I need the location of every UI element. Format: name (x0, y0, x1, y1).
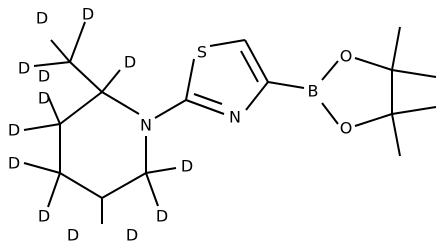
bond-d-c6pip-right (145, 167, 177, 174)
atom-d-c4pip-left: D (8, 154, 20, 173)
bond-c4-n (245, 81, 269, 111)
bond-npip-c2pip (101, 91, 140, 115)
bond-otop-c1 (354, 57, 393, 71)
bond-b-otop (321, 60, 339, 81)
bond-c4pip-c5pip (59, 172, 103, 199)
atom-d-c2pip: D (124, 53, 136, 72)
bond-c2-me-down (391, 113, 401, 157)
atom-labels: S N N B O O D D D D D D D D D D D D D (8, 5, 352, 245)
atom-d-c3pip-left: D (8, 121, 20, 140)
bond-d-methyl-top (69, 21, 86, 63)
atom-o-top: O (340, 47, 353, 66)
bond-n-c2-inner (193, 93, 223, 105)
bond-c1-me-up (391, 26, 401, 71)
bond-c5-c4 (244, 39, 269, 83)
bond-c4-b (267, 81, 305, 89)
atom-b: B (308, 82, 319, 101)
bond-d-c4pip-down (47, 172, 61, 208)
bond-c2pip-c3pip (59, 91, 103, 125)
atom-d-methyl-lower: D (38, 67, 50, 86)
atom-n-thiazole: N (229, 108, 241, 127)
bonds (23, 21, 437, 224)
bond-c2pip-methyl (69, 61, 103, 93)
bond-s-c5 (209, 39, 246, 47)
bond-d-c3pip-left (23, 123, 61, 131)
bond-c2-obot (354, 113, 393, 127)
bond-d-c4pip-left (23, 162, 61, 174)
bond-c2-s (185, 58, 195, 101)
atom-d-c6pip-right: D (181, 157, 193, 176)
atom-d-methyl-top: D (82, 5, 94, 24)
bond-c5-c4-inner (240, 50, 259, 83)
bond-c1-me-right (391, 69, 437, 78)
bond-d-methyl-left (33, 61, 71, 67)
atom-o-bottom: O (340, 119, 353, 138)
bond-obot-b (321, 102, 339, 125)
atom-d-c4pip-down: D (38, 207, 50, 226)
atom-s: S (197, 43, 207, 62)
atom-d-c5pip-right: D (126, 226, 138, 245)
bond-c2-npip (154, 99, 187, 119)
atom-d-c3pip-up: D (38, 89, 50, 108)
bond-d-c3pip-up (47, 95, 61, 125)
atom-n-piperidine: N (140, 116, 152, 135)
atom-d-methyl-left: D (18, 59, 30, 78)
bond-c2-me-right (391, 106, 437, 115)
bond-c5pip-c6pip (101, 172, 147, 199)
bond-d-c2pip (101, 69, 121, 93)
atom-d-methyl-top-left: D (36, 9, 48, 28)
bond-d-methyl-left-up (50, 39, 71, 63)
atom-d-c6pip-down: D (156, 207, 168, 226)
bond-d-c6pip-down (145, 172, 159, 207)
bond-n-c2 (185, 99, 225, 115)
atom-d-c5pip: D (67, 226, 79, 245)
